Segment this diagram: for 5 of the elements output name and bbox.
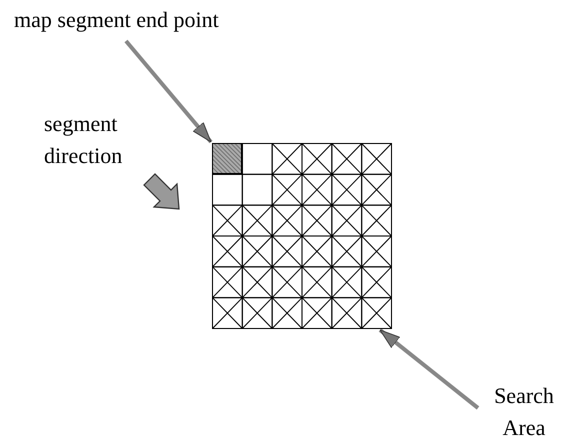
callout-label: map segment end point (14, 4, 274, 36)
callout-label: Search Area (486, 380, 562, 444)
direction-label: segment direction (44, 110, 124, 170)
leader-arrow (378, 328, 480, 410)
leader-arrow (124, 40, 213, 144)
